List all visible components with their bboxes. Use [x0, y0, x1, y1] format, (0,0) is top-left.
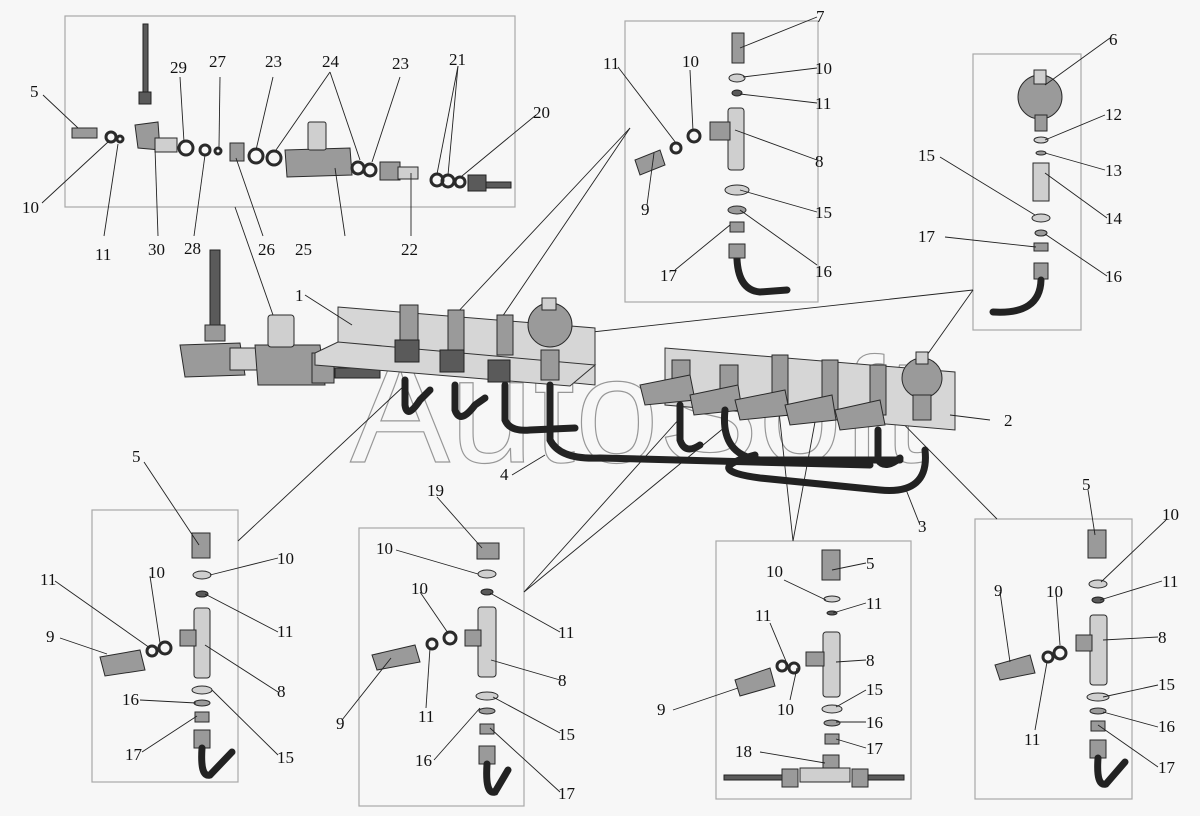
label: 29: [170, 58, 187, 77]
label: 11: [558, 623, 574, 642]
label: 13: [1105, 161, 1122, 180]
label: 14: [1105, 209, 1123, 228]
label: 18: [735, 742, 752, 761]
label: 9: [336, 714, 345, 733]
label: 8: [558, 671, 567, 690]
label: 20: [533, 103, 550, 122]
box-bottom-3: [715, 540, 912, 800]
label: 1: [295, 286, 304, 305]
label: 19: [427, 481, 444, 500]
label: 11: [418, 707, 434, 726]
top-right-parts: [989, 69, 1063, 316]
label: 16: [1158, 717, 1175, 736]
label: 10: [376, 539, 393, 558]
label: 17: [866, 739, 884, 758]
label: 28: [184, 239, 201, 258]
label: 10: [22, 198, 39, 217]
label: 23: [392, 54, 409, 73]
label: 11: [755, 606, 771, 625]
box-top-center: [624, 20, 819, 303]
label: 17: [918, 227, 936, 246]
top-left-parts: [71, 23, 512, 192]
label: 12: [1105, 105, 1122, 124]
label: 10: [277, 549, 294, 568]
label: 22: [401, 240, 418, 259]
label: 11: [277, 622, 293, 641]
label: 8: [815, 152, 824, 171]
label: 5: [30, 82, 39, 101]
box-bottom-4: [974, 518, 1133, 800]
bottom-box-4-parts: [994, 529, 1129, 788]
label: 10: [411, 579, 428, 598]
label: 8: [277, 682, 286, 701]
label: 21: [449, 50, 466, 69]
part-labels: 5 10 11 30 29 28 27 26 23 24 25 23 22 21…: [22, 7, 1179, 803]
label: 23: [265, 52, 282, 71]
label: 9: [657, 700, 666, 719]
label: 10: [682, 52, 699, 71]
box-bottom-1: [91, 509, 239, 783]
label: 3: [918, 517, 927, 536]
manifold-assembly-2: [639, 347, 956, 494]
label: 5: [1082, 475, 1091, 494]
manifold-assembly-1: [179, 249, 874, 469]
label: 10: [1162, 505, 1179, 524]
label: 17: [558, 784, 576, 803]
label: 11: [603, 54, 619, 73]
label: 9: [46, 627, 55, 646]
label: 27: [209, 52, 227, 71]
label: 7: [816, 7, 825, 26]
label: 4: [500, 465, 509, 484]
label: 11: [866, 594, 882, 613]
label: 16: [122, 690, 139, 709]
label: 15: [1158, 675, 1175, 694]
label: 2: [1004, 411, 1013, 430]
box-bottom-2: [358, 527, 525, 807]
label: 25: [295, 240, 312, 259]
label: 15: [558, 725, 575, 744]
label: 16: [815, 262, 832, 281]
label: 17: [1158, 758, 1176, 777]
label: 5: [132, 447, 141, 466]
bottom-box-2-parts: [371, 542, 512, 796]
top-center-parts: [634, 32, 791, 296]
label: 6: [1109, 30, 1118, 49]
label: 8: [866, 651, 875, 670]
label: 11: [1024, 730, 1040, 749]
label: 11: [815, 94, 831, 113]
box-top-right: [972, 53, 1082, 331]
label: 9: [641, 200, 650, 219]
label: 10: [815, 59, 832, 78]
bottom-box-1-parts: [99, 532, 236, 779]
label: 10: [777, 700, 794, 719]
label: 15: [918, 146, 935, 165]
label: 16: [866, 713, 883, 732]
label: 15: [866, 680, 883, 699]
label: 11: [1162, 572, 1178, 591]
label: 5: [866, 554, 875, 573]
label: 24: [322, 52, 340, 71]
label: 9: [994, 581, 1003, 600]
label: 10: [766, 562, 783, 581]
label: 17: [125, 745, 143, 764]
label: 30: [148, 240, 165, 259]
label: 15: [277, 748, 294, 767]
label: 11: [95, 245, 111, 264]
label: 26: [258, 240, 275, 259]
label: 15: [815, 203, 832, 222]
label: 16: [415, 751, 432, 770]
link-leaders: [234, 127, 998, 593]
label-leaders: [41, 16, 1167, 793]
label: 11: [40, 570, 56, 589]
label: 8: [1158, 628, 1167, 647]
label: 16: [1105, 267, 1122, 286]
label: 17: [660, 266, 678, 285]
label: 10: [148, 563, 165, 582]
box-top-left: [64, 15, 516, 208]
bottom-box-3-parts: [723, 549, 905, 788]
label: 10: [1046, 582, 1063, 601]
